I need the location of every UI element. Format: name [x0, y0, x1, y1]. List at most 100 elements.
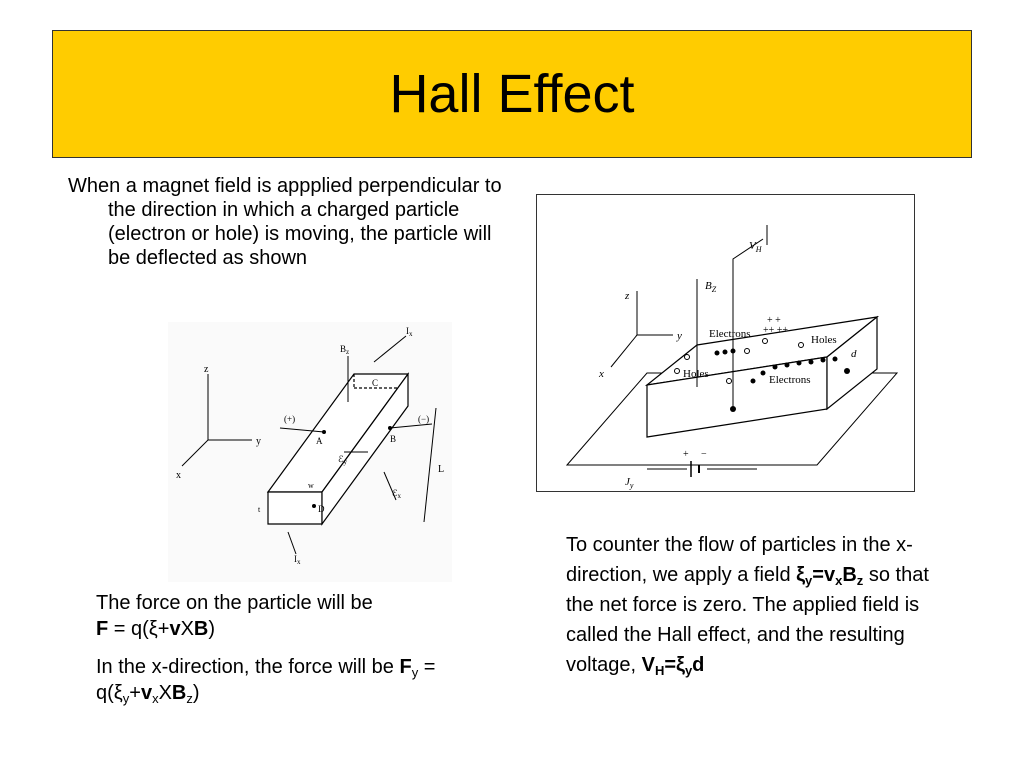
battery-minus-label: −	[701, 449, 707, 460]
eq2-F: F	[399, 656, 412, 678]
ix-top-label: Ix	[406, 326, 413, 338]
eq1-eq: = q(	[108, 618, 149, 640]
force-line-2: In the x-direction, the force will be	[96, 656, 400, 678]
bz-label-right: BZ	[705, 280, 717, 294]
force-text-block: The force on the particle will be F = q(…	[96, 590, 476, 718]
counter-VH: V	[641, 654, 655, 676]
ey-label: ℰy	[338, 454, 347, 466]
slab	[644, 315, 880, 438]
plus-signs-row2: ++ ++	[763, 325, 788, 336]
b-label: B	[390, 434, 396, 444]
hall-slab-figure-frame: z y x BZ VH + + ++ ++ Electrons Holes Ho…	[536, 194, 915, 492]
l-dimension-line	[423, 407, 437, 523]
d-label: D	[318, 504, 325, 514]
counter-part-1: To counter the flow of particles in the …	[566, 534, 913, 586]
eq1-plus: +	[157, 618, 170, 640]
intro-paragraph: When a magnet field is appplied perpendi…	[68, 175, 502, 269]
d-label-right: d	[851, 348, 857, 360]
counter-xi: ξ	[796, 564, 806, 586]
ex-arrow	[383, 471, 397, 501]
counter-text-block: To counter the flow of particles in the …	[566, 530, 956, 680]
plus-label: (+)	[284, 414, 295, 424]
force-line-1: The force on the particle will be	[96, 592, 373, 614]
eq1-close: )	[208, 618, 216, 640]
z-axis-label: z	[204, 364, 209, 375]
counter-xi2: ξ	[676, 654, 685, 676]
probe-a-dot	[322, 430, 326, 434]
x-axis-right	[610, 334, 638, 368]
battery-plus-label: +	[683, 449, 689, 460]
x-axis	[181, 439, 209, 467]
bar-side-face	[321, 372, 409, 526]
counter-VH-sub: H	[654, 663, 665, 678]
counter-B-sub: z	[856, 573, 864, 588]
probe-a-wire	[279, 427, 325, 433]
eq2-F-sub: y	[411, 665, 419, 680]
y-axis-label: y	[256, 436, 261, 447]
counter-xi2-sub: y	[684, 663, 693, 678]
eq2-v: v	[140, 682, 153, 704]
w-label: w	[308, 481, 314, 490]
y-label-right: y	[676, 330, 682, 342]
eq2-eq: = q(	[96, 656, 436, 704]
current-in-arrow	[373, 335, 407, 363]
bar-front-face	[267, 491, 323, 525]
counter-part-2: so that the net force is zero. The appli…	[566, 564, 929, 676]
counter-B: B	[842, 564, 857, 586]
electrons-top-label: Electrons	[709, 328, 751, 340]
electron-dots	[714, 348, 850, 384]
hall-bar-figure: z y x Ix Bz C (+) A (−) B ℰy ℰx L w t D …	[168, 322, 452, 582]
title-banner: Hall Effect	[52, 30, 972, 158]
z-label-right: z	[624, 290, 630, 302]
x-direction-paragraph: In the x-direction, the force will be Fy…	[96, 654, 476, 706]
probe-d-dot	[312, 504, 316, 508]
eq1-xi: ξ	[148, 618, 158, 640]
vh-label-right: VH	[749, 240, 763, 254]
jy-label: Jy	[625, 476, 634, 490]
eq2-plus: +	[129, 682, 141, 704]
counter-xi-sub: y	[805, 573, 813, 588]
counter-eq2: =	[664, 654, 677, 676]
slab-side	[826, 315, 878, 411]
eq2-B: B	[171, 682, 187, 704]
counter-eq: =v	[812, 564, 836, 586]
eq1-X: X	[180, 618, 194, 640]
eq1-B: B	[193, 618, 209, 640]
eq2-v-sub: x	[152, 691, 159, 706]
hole-circles	[674, 338, 804, 384]
bz-label: Bz	[340, 344, 349, 356]
eq2-xi-sub: y	[122, 691, 130, 706]
base-plane	[565, 372, 899, 466]
x-axis-label: x	[176, 470, 181, 481]
probe-b-wire	[389, 423, 433, 429]
counter-d: d	[692, 654, 705, 676]
x-label-right: x	[598, 368, 604, 380]
axes-group-right	[610, 291, 673, 368]
plus-signs: + +	[767, 315, 781, 326]
eq2-X: X	[158, 682, 172, 704]
eq1-v: v	[169, 618, 181, 640]
c-label: C	[372, 378, 378, 388]
eq2-xi: ξ	[113, 682, 123, 704]
a-label: A	[316, 436, 323, 446]
eq1-F: F	[96, 618, 109, 640]
t-label: t	[258, 505, 261, 514]
holes-right-label: Holes	[811, 334, 837, 346]
electrons-bottom-label: Electrons	[769, 374, 811, 386]
eq2-close: )	[192, 682, 200, 704]
vh-wire-left	[732, 238, 764, 407]
holes-left-label: Holes	[683, 368, 709, 380]
current-out-arrow	[287, 531, 297, 555]
probe-b-dot	[388, 426, 392, 430]
vh-contact-dot	[730, 406, 736, 412]
counter-v-sub: x	[835, 573, 843, 588]
slide-title: Hall Effect	[389, 64, 635, 124]
l-label: L	[438, 464, 444, 475]
axes-group	[181, 374, 252, 467]
hall-bar	[266, 372, 410, 526]
ix-bottom-label: Ix	[294, 554, 301, 566]
minus-label: (−)	[418, 414, 429, 424]
force-equation-paragraph: The force on the particle will be F = q(…	[96, 590, 476, 642]
ex-label: ℰx	[392, 488, 401, 500]
eq2-B-sub: z	[186, 691, 193, 706]
